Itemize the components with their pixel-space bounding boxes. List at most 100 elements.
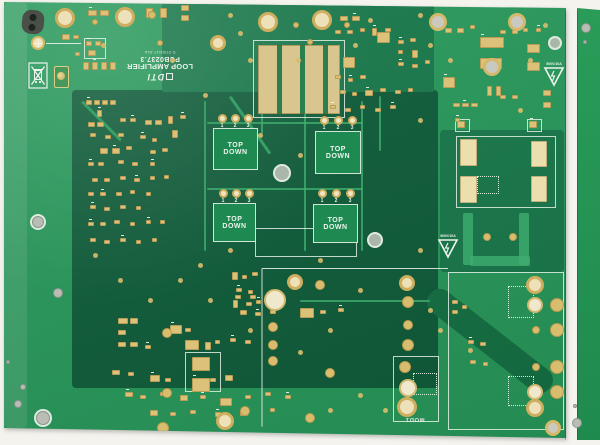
pb-free-leaf-icon — [57, 72, 65, 80]
smd-pad — [480, 342, 486, 346]
via-dot — [296, 58, 301, 63]
drill-hole — [583, 40, 587, 44]
revision-text: © 27/02/17-01A — [144, 50, 176, 55]
refdes-mark — [87, 97, 90, 98]
round-pad-ring — [312, 10, 332, 30]
smd-pad — [181, 15, 189, 21]
refdes-mark — [93, 59, 96, 60]
round-pad-ring — [258, 12, 278, 32]
smd-pad — [88, 222, 94, 226]
round-pad-solid — [268, 340, 278, 350]
refdes-mark — [151, 372, 154, 373]
refdes-mark — [456, 115, 459, 116]
smd-pad — [132, 162, 138, 166]
via-dot — [101, 43, 106, 48]
refdes-mark — [349, 75, 352, 76]
smd-pad — [95, 41, 101, 46]
smd-pad — [462, 103, 469, 107]
via-dot — [543, 23, 548, 28]
refdes-mark — [171, 322, 174, 323]
copper-trace — [379, 96, 381, 151]
footprint-label-line: TOP — [226, 215, 243, 223]
smd-pad — [128, 372, 134, 376]
smd-pad — [100, 10, 109, 16]
smd-pad — [104, 240, 110, 244]
smd-pad — [116, 192, 122, 196]
via-dot — [298, 153, 303, 158]
refdes-mark — [256, 309, 259, 310]
hv-warning-text: 500V/10A — [546, 62, 562, 66]
smd-pad — [146, 220, 151, 224]
routed-slot-edge — [565, 10, 566, 440]
smd-pad — [120, 176, 126, 180]
round-pad-pale — [399, 379, 417, 397]
smd-pad — [140, 135, 146, 139]
smd-pad — [285, 395, 291, 399]
footprint-pin-pad — [232, 189, 241, 198]
refdes-mark — [237, 285, 240, 286]
smd-pad — [88, 162, 94, 166]
refdes-mark — [530, 118, 533, 119]
smd-pad — [90, 205, 96, 209]
smd-pad — [256, 300, 261, 304]
silkscreen-outline-box — [253, 40, 345, 118]
smd-pad — [205, 342, 211, 350]
refdes-mark — [399, 37, 402, 38]
drill-hole — [573, 404, 577, 408]
refdes-mark — [87, 38, 90, 39]
smd-pad — [338, 308, 344, 312]
smd-pad — [118, 160, 124, 164]
round-pad-solid — [483, 233, 491, 241]
pin-number: 1 — [220, 123, 224, 129]
refdes-mark — [146, 342, 149, 343]
smd-pad — [155, 120, 162, 125]
smd-pad — [100, 222, 106, 226]
copper-trace — [207, 188, 363, 190]
round-pad-ring-hole — [508, 13, 526, 31]
smd-pad — [90, 238, 96, 242]
footprint-pin-pad — [245, 189, 254, 198]
smd-pad — [192, 357, 210, 371]
smd-pad — [360, 105, 365, 109]
smd-pad — [470, 25, 475, 29]
pin-number: 2 — [336, 125, 340, 131]
via-dot — [328, 408, 333, 413]
round-pad-solid — [399, 361, 411, 373]
smd-pad — [348, 78, 353, 82]
silkscreen-outline-box — [448, 272, 564, 430]
footprint-pin-pad — [334, 116, 343, 125]
via-dot — [418, 13, 423, 18]
refdes-mark — [481, 34, 484, 35]
smd-pad — [165, 378, 171, 382]
hv-warning: 500V/10A — [540, 62, 566, 88]
round-pad-ring-hole — [483, 58, 501, 76]
round-pad-solid — [157, 422, 169, 434]
round-pad-ring — [216, 412, 234, 430]
smd-pad — [92, 62, 98, 70]
smd-pad — [270, 408, 275, 412]
smd-pad — [118, 330, 126, 335]
smd-pad — [150, 162, 155, 166]
smd-pad — [340, 16, 348, 21]
round-pad-cross — [31, 36, 45, 50]
smd-pad — [536, 28, 541, 32]
smd-pad — [86, 41, 92, 46]
round-pad-ring — [55, 8, 75, 28]
via-dot — [383, 408, 388, 413]
via-dot — [368, 18, 373, 23]
smd-pad — [83, 62, 89, 70]
smd-pad — [145, 345, 151, 349]
via-dot — [170, 58, 175, 63]
smd-pad — [233, 300, 238, 308]
pin-number: 1 — [322, 125, 326, 131]
refdes-mark — [373, 25, 376, 26]
via-dot — [208, 298, 213, 303]
round-pad-ring — [115, 7, 135, 27]
smd-pad — [104, 178, 110, 182]
smd-pad — [172, 130, 178, 138]
drill-hole — [53, 288, 63, 298]
